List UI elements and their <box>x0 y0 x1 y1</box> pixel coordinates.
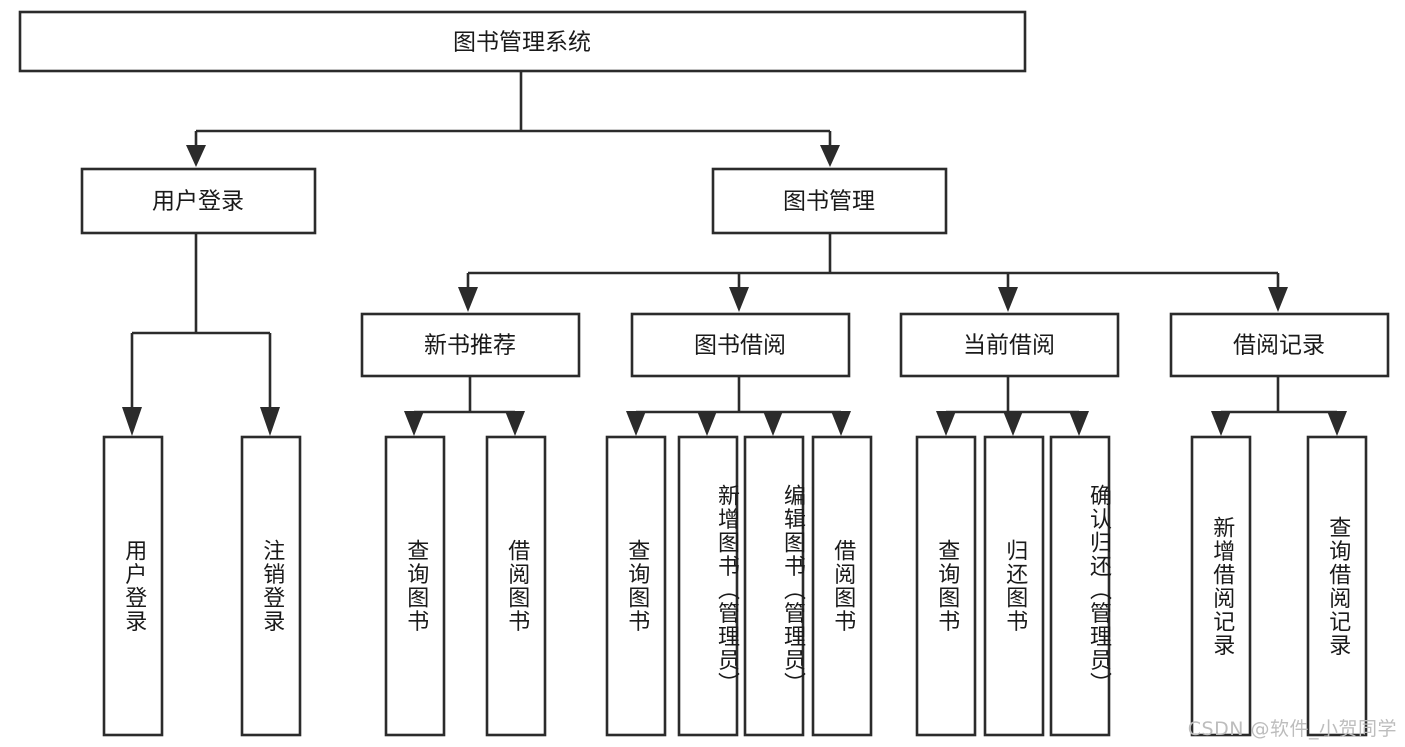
connector-bus-to-user-login <box>186 131 206 167</box>
node-root-system[interactable]: 图书管理系统 <box>18 10 1027 73</box>
connector-user-login-to-bus <box>122 233 280 436</box>
connector-bus-to-book-manage <box>820 131 840 167</box>
node-leaf-user-login-2[interactable] <box>240 435 302 737</box>
node-label-new-book-recommend: 新书推荐 <box>424 333 516 359</box>
node-leaf-borrow-record-2[interactable] <box>1306 435 1368 737</box>
connector-borrow-record-to-leaves <box>1211 376 1347 436</box>
node-label-current-borrow: 当前借阅 <box>963 333 1055 359</box>
connector-root-to-bus <box>196 71 830 133</box>
node-leaf-borrow-record-1[interactable] <box>1190 435 1252 737</box>
node-label-book-borrow: 图书借阅 <box>694 333 786 359</box>
node-leaf-book-borrow-1[interactable] <box>605 435 667 737</box>
node-leaf-user-login-1[interactable] <box>102 435 164 737</box>
node-label-root: 图书管理系统 <box>453 30 591 56</box>
node-label-book-manage: 图书管理 <box>783 189 875 215</box>
node-user-login[interactable]: 用户登录 <box>80 167 317 235</box>
node-book-borrow[interactable]: 图书借阅 <box>630 312 851 378</box>
node-label-user-login: 用户登录 <box>152 189 244 215</box>
node-book-manage[interactable]: 图书管理 <box>711 167 948 235</box>
node-leaf-current-borrow-3[interactable] <box>1049 435 1111 737</box>
node-leaf-current-borrow-1[interactable] <box>915 435 977 737</box>
node-leaf-book-borrow-3[interactable] <box>743 435 805 737</box>
node-current-borrow[interactable]: 当前借阅 <box>899 312 1120 378</box>
node-leaf-current-borrow-2[interactable] <box>983 435 1045 737</box>
connector-book-borrow-to-leaves <box>626 376 851 436</box>
node-leaf-new-book-1[interactable] <box>384 435 446 737</box>
connector-new-book-recommend-to-leaves <box>404 376 525 436</box>
node-label-borrow-record: 借阅记录 <box>1233 333 1325 359</box>
connector-current-borrow-to-leaves <box>936 376 1089 436</box>
node-leaf-book-borrow-2[interactable] <box>677 435 739 737</box>
node-borrow-record[interactable]: 借阅记录 <box>1169 312 1390 378</box>
node-leaf-book-borrow-4[interactable] <box>811 435 873 737</box>
connector-book-manage-to-bus <box>458 233 1288 312</box>
node-leaf-new-book-2[interactable] <box>485 435 547 737</box>
node-new-book-recommend[interactable]: 新书推荐 <box>360 312 581 378</box>
